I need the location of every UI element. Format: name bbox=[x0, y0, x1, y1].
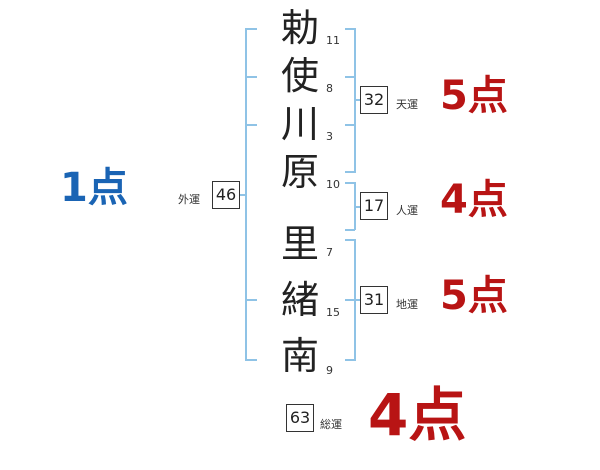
bracket-tick bbox=[245, 299, 257, 301]
name-char: 緒 bbox=[280, 278, 319, 322]
stroke-count: 9 bbox=[326, 364, 333, 377]
stroke-count: 11 bbox=[326, 34, 340, 47]
stroke-count: 15 bbox=[326, 306, 340, 319]
tenun-connector bbox=[355, 99, 360, 101]
stroke-count: 8 bbox=[326, 82, 333, 95]
chiun-value: 31 bbox=[360, 286, 388, 314]
gaiun-value: 46 bbox=[212, 181, 240, 209]
name-char: 里 bbox=[280, 222, 319, 266]
bracket-tick bbox=[345, 299, 355, 301]
stroke-count: 7 bbox=[326, 246, 333, 259]
chiun-connector bbox=[355, 299, 360, 301]
stroke-count: 10 bbox=[326, 178, 340, 191]
bracket-tick bbox=[345, 229, 355, 231]
name-char: 原 bbox=[280, 150, 319, 194]
outer-bracket bbox=[245, 28, 247, 361]
bracket-tick bbox=[345, 359, 355, 361]
bracket-tick bbox=[245, 359, 257, 361]
souun-score: 4点 bbox=[368, 381, 467, 449]
jinun-score: 4点 bbox=[440, 177, 508, 223]
chiun-label: 地運 bbox=[396, 298, 418, 311]
chiun-score: 5点 bbox=[440, 273, 508, 319]
bracket-tick bbox=[345, 124, 355, 126]
jinun-connector bbox=[355, 206, 360, 208]
bracket-tick bbox=[245, 124, 257, 126]
bracket-tick bbox=[345, 171, 355, 173]
bracket-tick bbox=[345, 239, 355, 241]
tenun-value: 32 bbox=[360, 86, 388, 114]
bracket-tick bbox=[345, 76, 355, 78]
gaiun-score: 1点 bbox=[60, 165, 128, 211]
souun-value: 63 bbox=[286, 404, 314, 432]
jinun-value: 17 bbox=[360, 192, 388, 220]
name-char: 勅 bbox=[280, 6, 319, 50]
tenun-label: 天運 bbox=[396, 98, 418, 111]
name-char: 使 bbox=[280, 54, 319, 98]
bracket-tick bbox=[345, 28, 355, 30]
souun-label: 総運 bbox=[320, 418, 342, 431]
name-char: 川 bbox=[280, 102, 319, 146]
bracket-tick bbox=[345, 182, 355, 184]
tenun-score: 5点 bbox=[440, 73, 508, 119]
gaiun-connector bbox=[240, 194, 245, 196]
bracket-tick bbox=[245, 76, 257, 78]
jinun-label: 人運 bbox=[396, 204, 418, 217]
stroke-count: 3 bbox=[326, 130, 333, 143]
gaiun-label: 外運 bbox=[178, 193, 200, 206]
name-char: 南 bbox=[280, 334, 319, 378]
bracket-tick bbox=[245, 28, 257, 30]
